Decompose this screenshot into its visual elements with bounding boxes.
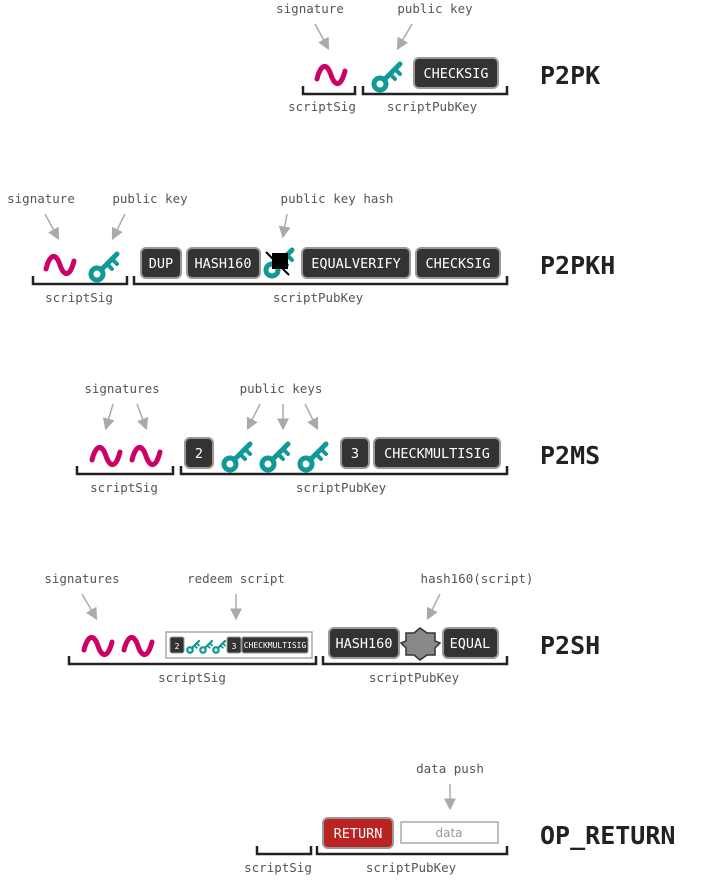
scriptpubkey-brace	[361, 86, 509, 96]
checkmultisig-label: CHECKMULTISIG	[384, 446, 490, 462]
scriptpubkey-brace	[179, 466, 509, 476]
n-label: 3	[232, 642, 237, 651]
scriptsig-label: scriptSig	[288, 99, 356, 114]
scriptpubkey-brace	[315, 846, 509, 856]
scriptsig-label: scriptSig	[90, 480, 158, 495]
scriptsig-brace	[301, 86, 357, 96]
key-icon	[91, 254, 117, 280]
scriptsig-label: scriptSig	[244, 860, 312, 875]
n-label: 3	[351, 446, 359, 462]
public-key-arrow	[111, 213, 126, 241]
p2sh-title: P2SH	[540, 631, 600, 660]
public-keys-label: public keys	[240, 381, 323, 396]
scriptpubkey-label: scriptPubKey	[296, 480, 387, 495]
signature-arrow	[44, 213, 60, 241]
public-key-arrow	[396, 23, 413, 51]
equal-op	[442, 627, 499, 659]
p2pkh-section: signature public key public key hash DUP…	[7, 191, 615, 305]
hashed-key-icon	[266, 250, 292, 276]
signatures-arrow	[81, 593, 98, 621]
data-push-label: data push	[416, 761, 484, 776]
public-key-hash-label: public key hash	[281, 191, 394, 206]
public-key-arrow-1	[246, 403, 261, 431]
key-icon	[374, 64, 400, 90]
hash160-script-label: hash160(script)	[421, 571, 534, 586]
hash-arrow	[426, 593, 441, 621]
return-op	[322, 817, 394, 849]
signature-label: signature	[276, 1, 344, 16]
scriptsig-brace	[255, 846, 313, 856]
data-box	[400, 821, 499, 844]
scriptsig-label: scriptSig	[45, 290, 113, 305]
hash-icon	[399, 627, 442, 661]
key-icon	[262, 444, 288, 470]
scriptpubkey-label: scriptPubKey	[273, 290, 364, 305]
equal-label: EQUAL	[450, 636, 491, 652]
public-key-label: public key	[397, 1, 473, 16]
checkmultisig-label: CHECKMULTISIG	[244, 641, 307, 650]
signature-arrow-1	[102, 403, 115, 431]
public-key-label: public key	[112, 191, 188, 206]
signature-icon	[92, 447, 120, 464]
scriptpubkey-label: scriptPubKey	[387, 99, 478, 114]
p2pkh-title: P2PKH	[540, 251, 615, 280]
scriptsig-brace	[67, 656, 318, 666]
m-label: 2	[175, 642, 180, 651]
m-label: 2	[195, 446, 203, 462]
signatures-label: signatures	[84, 381, 159, 396]
scriptpubkey-label: scriptPubKey	[369, 670, 460, 685]
signatures-label: signatures	[44, 571, 119, 586]
checksig-label: CHECKSIG	[423, 66, 488, 82]
public-key-hash-arrow	[278, 213, 291, 239]
redeem-script-label: redeem script	[187, 571, 285, 586]
checkmultisig-op	[373, 437, 501, 469]
signature-icon	[46, 256, 74, 273]
scriptsig-brace	[31, 276, 129, 286]
signature-icon	[132, 447, 160, 464]
checksig-op	[413, 57, 499, 89]
n-op	[340, 437, 370, 469]
scriptsig-brace	[75, 466, 175, 476]
checksig-op	[415, 247, 501, 279]
signature-icon	[84, 637, 112, 654]
scriptpubkey-brace	[321, 656, 509, 666]
signature-arrow-2	[136, 403, 149, 431]
m-op	[184, 437, 214, 469]
scriptpubkey-label: scriptPubKey	[366, 860, 457, 875]
equalverify-label: EQUALVERIFY	[311, 256, 400, 272]
signature-icon	[317, 66, 345, 83]
signature-arrow	[314, 23, 330, 51]
return-label: RETURN	[334, 826, 383, 842]
op-return-title: OP_RETURN	[540, 821, 675, 850]
public-key-arrow-3	[304, 403, 319, 431]
p2pk-title: P2PK	[540, 61, 600, 90]
p2sh-section: signatures redeem script hash160(script)…	[44, 571, 600, 685]
key-icon	[300, 444, 326, 470]
hash160-label: HASH160	[195, 256, 252, 272]
op-return-section: data push RETURN data scriptSig scriptPu…	[244, 761, 675, 875]
checksig-label: CHECKSIG	[425, 256, 490, 272]
dup-label: DUP	[149, 256, 173, 272]
scriptsig-label: scriptSig	[158, 670, 226, 685]
redeem-script-box: 2 3 CHECKMULTISIG	[165, 631, 313, 659]
p2ms-title: P2MS	[540, 441, 600, 470]
hash160-label: HASH160	[336, 636, 393, 652]
p2ms-section: signatures public keys 2 3 CHECKMULTISIG…	[75, 381, 600, 495]
p2pk-section: signature public key CHECKSIG scriptSig …	[276, 1, 600, 114]
data-label: data	[435, 826, 462, 840]
key-icon	[224, 444, 250, 470]
scriptpubkey-brace	[132, 276, 509, 286]
signature-icon	[124, 637, 152, 654]
signature-label: signature	[7, 191, 75, 206]
hash160-op	[328, 627, 400, 659]
equalverify-op	[301, 247, 411, 279]
dup-op	[140, 247, 182, 279]
hash160-op	[186, 247, 261, 279]
